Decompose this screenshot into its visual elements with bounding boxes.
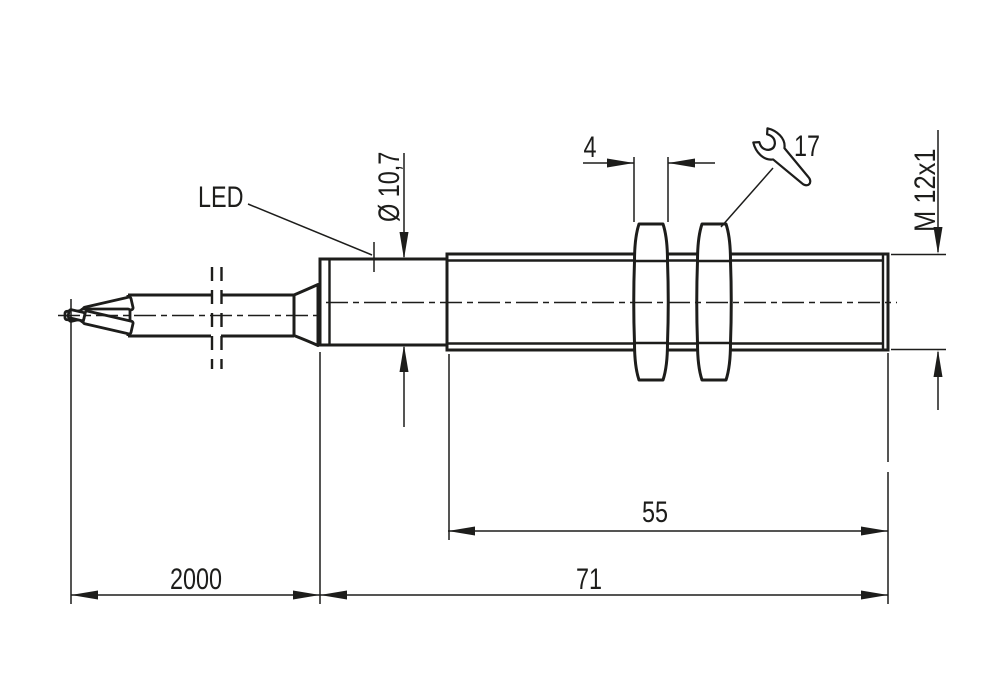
wrench-callout: 17 <box>720 127 820 228</box>
dimension-nut-width: 4 <box>583 130 715 222</box>
cable <box>126 293 294 338</box>
led-callout: LED <box>198 180 375 272</box>
body-length-value: 71 <box>576 562 602 595</box>
dimension-housing-diameter: Ø 10,7 <box>372 152 409 427</box>
wrench-icon <box>752 127 812 187</box>
wrench-size-label: 17 <box>794 129 820 162</box>
housing-diameter-value: Ø 10,7 <box>372 152 405 222</box>
nut-width-value: 4 <box>583 130 596 163</box>
dimension-thread: M 12x1 <box>891 130 946 410</box>
led-label: LED <box>198 180 244 213</box>
thread-length-value: 55 <box>642 495 668 528</box>
dimension-cable-length: 2000 <box>70 299 320 604</box>
cable-length-value: 2000 <box>170 562 222 595</box>
cable-break-marks <box>210 267 223 369</box>
dimension-thread-length: 55 <box>448 353 889 604</box>
dimension-body-length: 71 <box>319 352 888 604</box>
thread-value: M 12x1 <box>908 148 941 232</box>
centerlines <box>58 301 897 317</box>
